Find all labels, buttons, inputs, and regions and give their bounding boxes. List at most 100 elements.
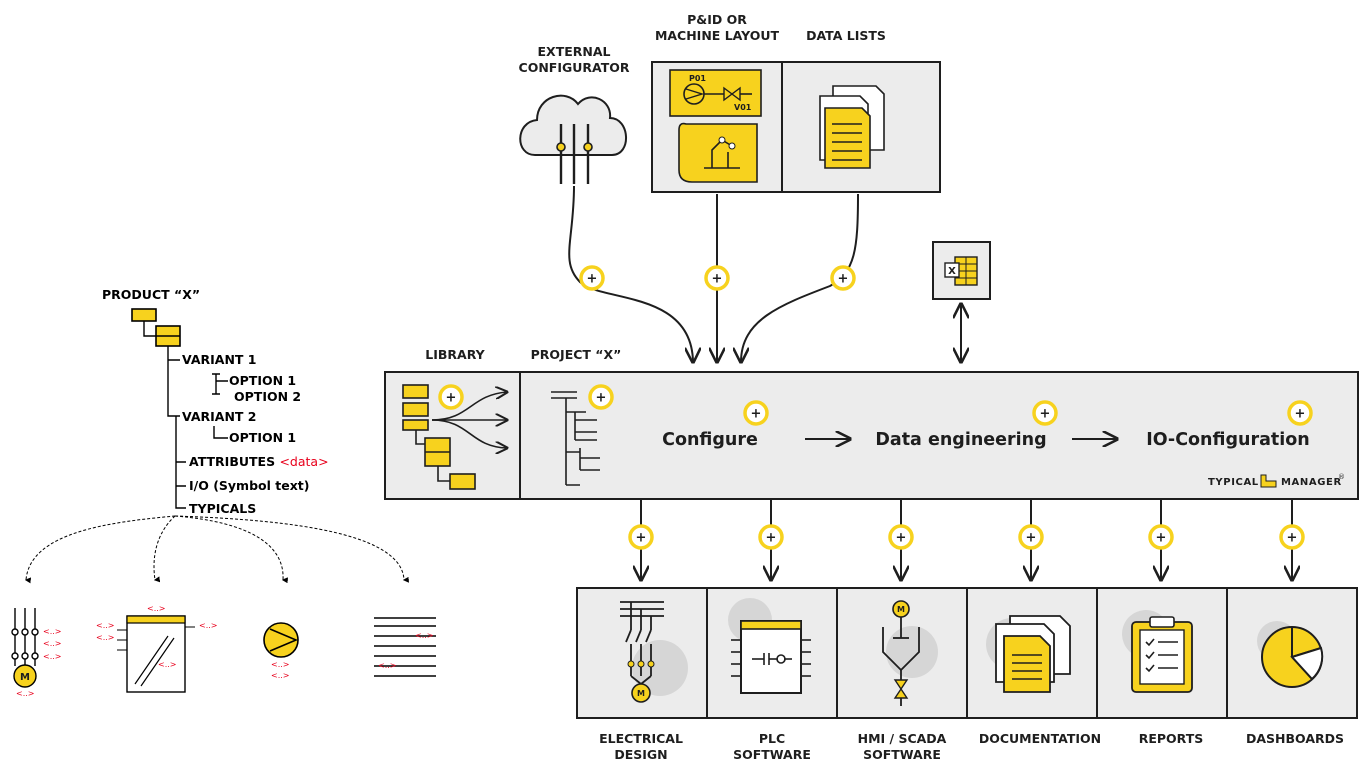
caption: MACHINE LAYOUT xyxy=(655,28,780,43)
plus-badge-icon[interactable]: + xyxy=(1018,524,1044,550)
svg-text:TYPICAL: TYPICAL xyxy=(1208,477,1259,488)
variant2-label: VARIANT 2 xyxy=(182,409,257,424)
tag: <..> xyxy=(378,661,397,670)
pid-valve-label: V01 xyxy=(734,103,752,112)
plus-label: + xyxy=(896,531,907,546)
plus-badge-icon[interactable]: + xyxy=(1279,524,1305,550)
tag: <..> xyxy=(415,631,434,640)
tag: <..> xyxy=(271,671,290,680)
plus-badge-icon[interactable]: + xyxy=(588,384,614,410)
plus-badge-icon[interactable]: + xyxy=(1287,400,1313,426)
output-label: SOFTWARE xyxy=(863,747,941,762)
typical-motor-tags: <..> <..> <..> <..> xyxy=(16,627,62,698)
output-captions: ELECTRICAL DESIGN PLC SOFTWARE HMI / SCA… xyxy=(599,731,1344,762)
tag: <..> xyxy=(16,689,35,698)
plus-badge-icon[interactable]: + xyxy=(704,265,730,291)
tag: <..> xyxy=(147,604,166,613)
tag: <..> xyxy=(158,660,177,669)
step-io-configuration: IO-Configuration xyxy=(1146,430,1310,450)
typical-manager-panel xyxy=(384,371,1359,500)
plus-badge-icon[interactable]: + xyxy=(579,265,605,291)
product-label: PRODUCT “X” xyxy=(102,287,200,302)
tag: <..> xyxy=(271,660,290,669)
output-label: ELECTRICAL xyxy=(599,731,683,746)
caption: EXTERNAL xyxy=(538,44,611,59)
output-label: SOFTWARE xyxy=(733,747,811,762)
plus-badge-icon[interactable]: + xyxy=(743,400,769,426)
caption: P&ID OR xyxy=(687,12,747,27)
option2-label: OPTION 2 xyxy=(234,389,301,404)
plus-label: + xyxy=(446,391,457,406)
svg-text:M: M xyxy=(897,605,905,614)
typical-pump-tags: <..> <..> xyxy=(271,660,290,680)
variant1-label: VARIANT 1 xyxy=(182,352,257,367)
plus-label: + xyxy=(1156,531,1167,546)
plus-label: + xyxy=(1040,407,1051,422)
tag: <..> xyxy=(96,633,115,642)
motor-label: M xyxy=(20,672,30,683)
caption: DATA LISTS xyxy=(806,28,886,43)
output-label: PLC xyxy=(759,731,785,746)
attributes-label: ATTRIBUTES <data> xyxy=(189,454,329,469)
plus-label: + xyxy=(1287,531,1298,546)
pid-pump-label: P01 xyxy=(689,74,706,83)
plus-badge-icon[interactable]: + xyxy=(888,524,914,550)
data-lists-icon xyxy=(819,85,885,169)
plus-label: + xyxy=(751,407,762,422)
output-label: HMI / SCADA xyxy=(858,731,947,746)
product-folder-icon xyxy=(131,308,157,322)
plus-badge-icon[interactable]: + xyxy=(830,265,856,291)
plus-label: + xyxy=(596,391,607,406)
machine-layout-icon xyxy=(678,122,758,183)
reports-icon xyxy=(1122,610,1193,693)
tag: <..> xyxy=(199,621,218,630)
step-configure: Configure xyxy=(662,430,758,450)
sliders-icon xyxy=(559,124,590,184)
typical-module-icon xyxy=(117,615,195,693)
plus-label: + xyxy=(838,272,849,287)
library-label: LIBRARY xyxy=(425,347,485,362)
tag: <..> xyxy=(43,627,62,636)
plus-label: + xyxy=(587,272,598,287)
io-label: I/O (Symbol text) xyxy=(189,478,309,493)
documentation-icon xyxy=(986,615,1071,693)
plus-badge-icon[interactable]: + xyxy=(758,524,784,550)
tag: <..> xyxy=(96,621,115,630)
plus-badges: + + + + + + + + + + + + + + xyxy=(438,265,1313,550)
hmi-scada-icon: M xyxy=(882,600,938,706)
typicals-links xyxy=(24,515,409,584)
x-icon: X xyxy=(948,266,956,277)
project-label: PROJECT “X” xyxy=(531,347,622,362)
plus-label: + xyxy=(766,531,777,546)
pid-drawing-icon xyxy=(669,69,762,117)
plus-label: + xyxy=(636,531,647,546)
tag: <..> xyxy=(43,652,62,661)
plc-software-icon xyxy=(728,598,811,694)
excel-import-icon[interactable]: X xyxy=(932,241,991,300)
plus-label: + xyxy=(1026,531,1037,546)
output-label: REPORTS xyxy=(1139,731,1204,746)
typical-list-tags: <..> <..> xyxy=(378,631,434,670)
svg-text:MANAGER: MANAGER xyxy=(1281,477,1342,488)
plus-badge-icon[interactable]: + xyxy=(438,384,464,410)
plus-badge-icon[interactable]: + xyxy=(1148,524,1174,550)
typical-motor-icon xyxy=(11,608,39,688)
library-tree-icon xyxy=(402,384,507,490)
output-label: DOCUMENTATION xyxy=(979,731,1101,746)
tag: <..> xyxy=(43,639,62,648)
typical-list-icon xyxy=(374,617,436,677)
typical-manager-logo: TYPICAL MANAGER ® xyxy=(1208,473,1345,488)
electrical-design-icon: M xyxy=(620,601,688,703)
svg-text:M: M xyxy=(637,689,645,698)
source-external-configurator: EXTERNAL CONFIGURATOR xyxy=(519,44,630,184)
caption: CONFIGURATOR xyxy=(519,60,630,75)
plus-label: + xyxy=(1295,407,1306,422)
typicals-label: TYPICALS xyxy=(189,501,256,516)
option1-label: OPTION 1 xyxy=(229,373,296,388)
plus-badge-icon[interactable]: + xyxy=(1032,400,1058,426)
plus-badge-icon[interactable]: + xyxy=(628,524,654,550)
svg-text:®: ® xyxy=(1338,473,1345,481)
output-connectors xyxy=(641,500,1292,580)
plus-label: + xyxy=(712,272,723,287)
product-tree: PRODUCT “X” VARIANT 1 OPTION 1 OPTION 2 … xyxy=(11,287,436,698)
